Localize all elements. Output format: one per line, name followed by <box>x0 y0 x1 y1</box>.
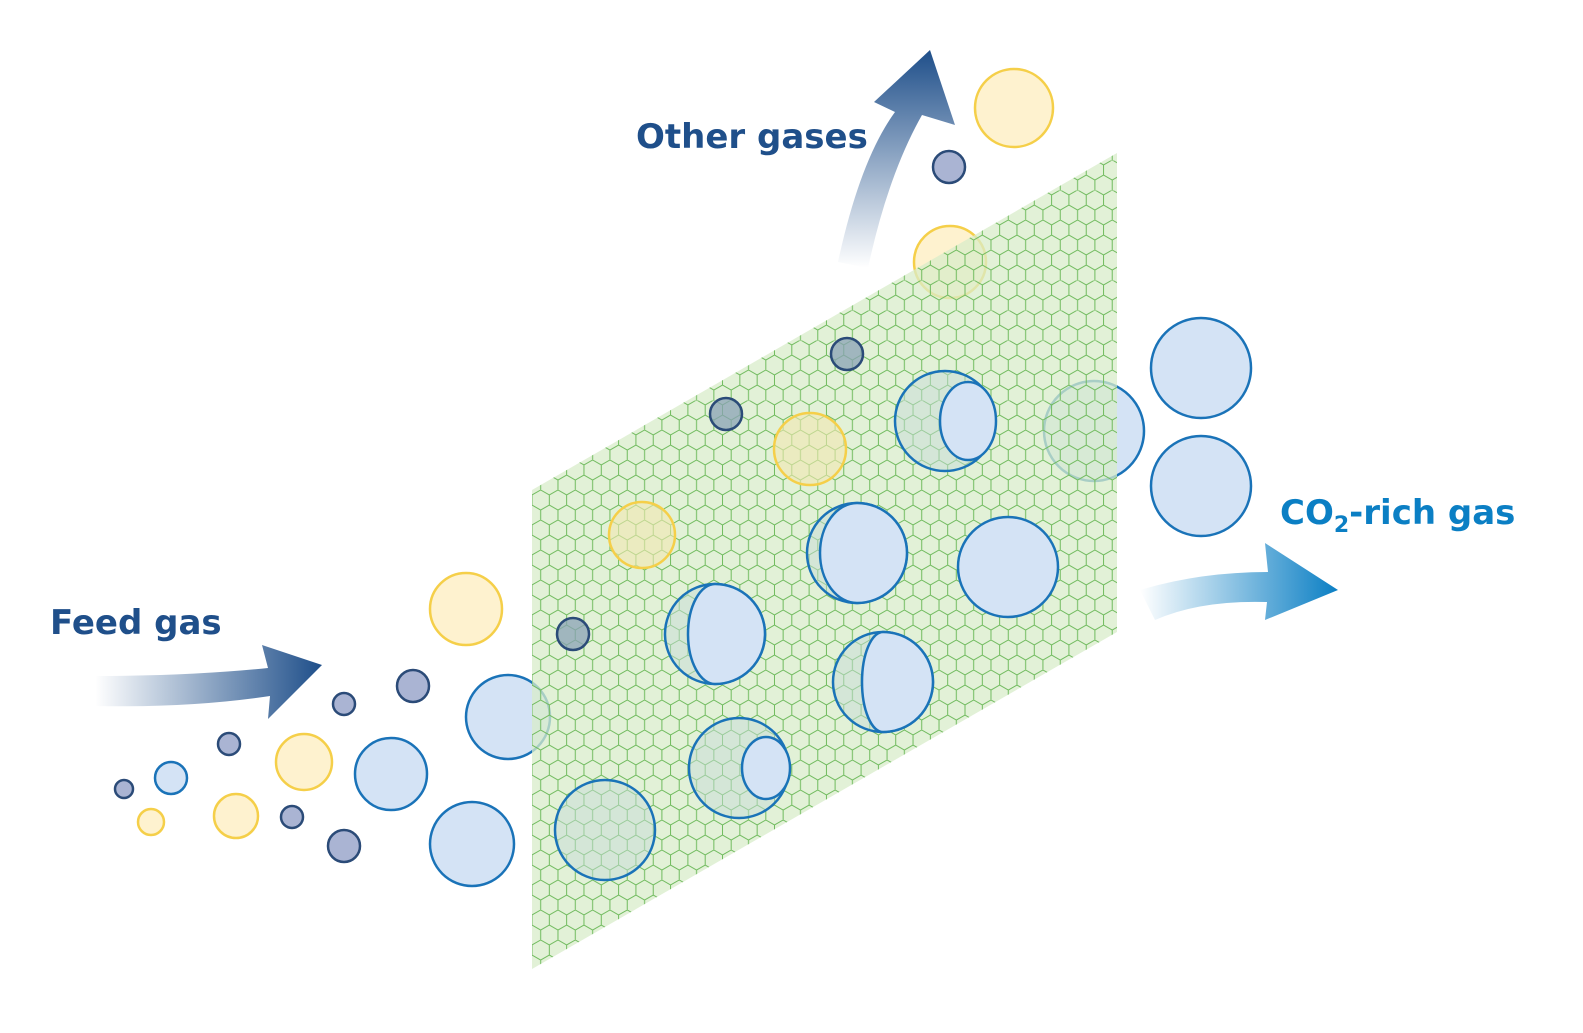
yellow-molecule <box>274 732 334 792</box>
small-molecule <box>931 149 967 185</box>
co2-molecule <box>1149 434 1253 538</box>
feed-molecules <box>113 571 552 888</box>
co2-molecule <box>553 778 657 882</box>
small-molecule <box>555 616 591 652</box>
small-molecule <box>326 828 362 864</box>
small-molecule <box>829 336 865 372</box>
yellow-molecule <box>607 500 677 570</box>
small-molecule <box>113 778 135 800</box>
co2-molecule <box>153 760 189 796</box>
other-gases-label: Other gases <box>636 117 868 157</box>
small-molecule <box>279 804 305 830</box>
small-molecule <box>331 691 357 717</box>
yellow-molecule <box>136 807 166 837</box>
co2-rich-gas-arrow <box>1140 543 1338 620</box>
small-molecule <box>216 731 242 757</box>
small-molecule <box>708 396 744 432</box>
other-gases-arrow <box>838 50 955 268</box>
feed-gas-label: Feed gas <box>50 603 222 643</box>
co2-label-suffix: -rich gas <box>1349 493 1515 533</box>
membrane-molecules <box>553 336 1060 882</box>
co2-molecule <box>428 800 516 888</box>
co2-molecule <box>1149 316 1253 420</box>
yellow-molecule <box>428 571 504 647</box>
co2-label-subscript: 2 <box>1334 513 1349 538</box>
small-molecule <box>395 668 431 704</box>
feed-gas-arrow <box>95 645 322 719</box>
co2-rich-gas-label: CO2-rich gas <box>1280 493 1515 538</box>
yellow-molecule <box>772 411 848 487</box>
co2-molecule <box>353 736 429 812</box>
co2-molecule <box>956 515 1060 619</box>
yellow-molecule <box>212 792 260 840</box>
yellow-molecule <box>973 67 1055 149</box>
co2-label-prefix: CO <box>1280 493 1334 533</box>
